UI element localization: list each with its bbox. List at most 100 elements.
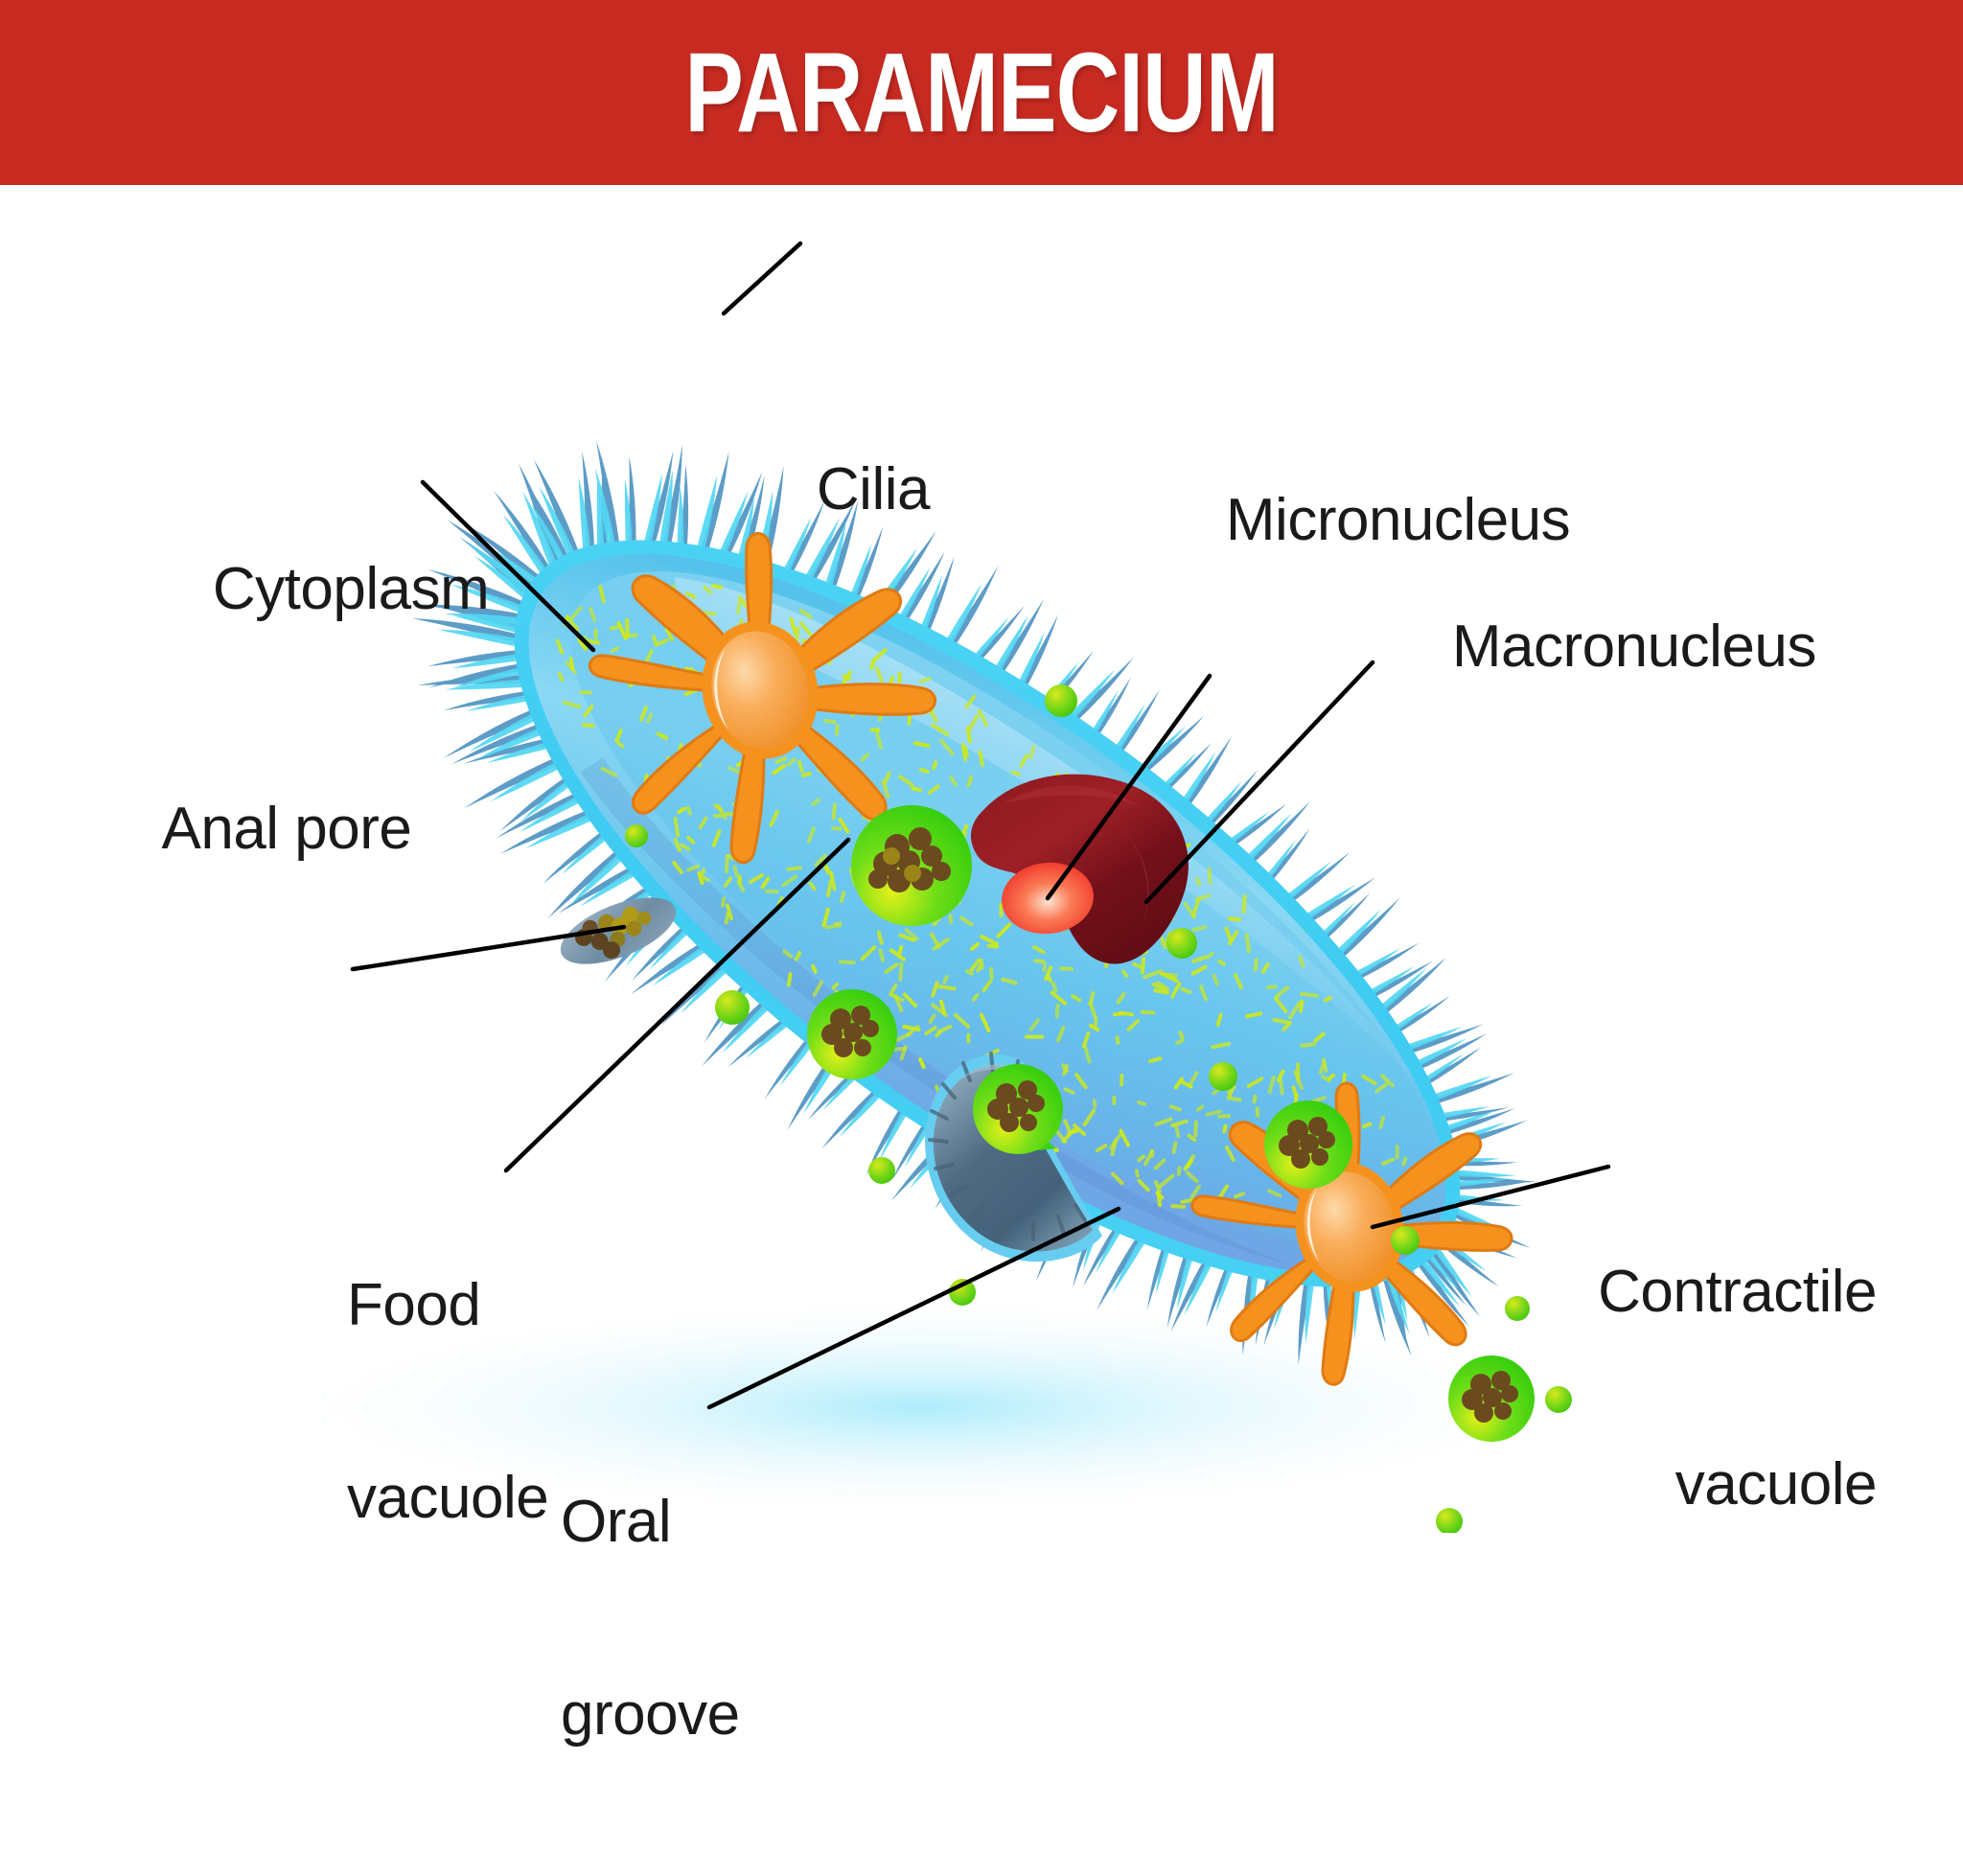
- cytoplasm-fleck: [825, 879, 833, 897]
- cytoplasm-fleck: [1360, 1074, 1377, 1086]
- cytoplasm-fleck: [797, 759, 804, 773]
- cytoplasm-fleck: [1191, 955, 1208, 963]
- cytoplasm-fleck: [811, 963, 818, 974]
- cytoplasm-fleck: [911, 786, 923, 793]
- cytoplasm-fleck: [600, 766, 618, 777]
- label-anal-pore: Anal pore: [161, 795, 412, 862]
- cytoplasm-fleck: [1212, 973, 1219, 986]
- cytoplasm-fleck: [581, 723, 595, 729]
- cytoplasm-fleck: [988, 966, 994, 981]
- cytoplasm-fleck: [898, 933, 916, 942]
- cytoplasm-fleck: [711, 829, 722, 847]
- leader-lines: [350, 241, 1611, 1410]
- cytoplasm-fleck: [1211, 1041, 1231, 1050]
- leader-oral-groove: [706, 1206, 1121, 1410]
- cytoplasm-fleck: [840, 670, 852, 688]
- cytoplasm-fleck: [912, 741, 931, 748]
- cytoplasm-fleck: [1088, 1001, 1097, 1020]
- cytoplasm-fleck: [673, 817, 681, 838]
- cytoplasm-fleck: [760, 876, 771, 890]
- cytoplasm-fleck: [1082, 1043, 1092, 1064]
- cytoplasm-fleck: [881, 779, 890, 799]
- cytoplasm-fleck: [1140, 957, 1146, 975]
- cytoplasm-fleck: [1092, 1099, 1097, 1108]
- cytoplasm-fleck: [831, 825, 843, 831]
- cytoplasm-fleck: [724, 854, 729, 874]
- cytoplasm-fleck: [749, 873, 765, 884]
- leader-contractile-vacuole: [1370, 1164, 1611, 1230]
- cytoplasm-fleck: [583, 705, 594, 718]
- cytoplasm-fleck: [965, 727, 972, 744]
- cytoplasm-fleck: [1272, 1017, 1292, 1025]
- cytoplasm-fleck: [686, 835, 696, 845]
- leader-micronucleus: [1045, 673, 1212, 901]
- cytoplasm-fleck: [979, 958, 984, 970]
- cytoplasm-fleck: [970, 941, 981, 951]
- cytoplasm-fleck: [1321, 1075, 1331, 1083]
- cytoplasm-fleck: [1374, 1082, 1389, 1094]
- cytoplasm-fleck: [959, 915, 974, 927]
- cytoplasm-fleck: [1082, 1108, 1097, 1127]
- cytoplasm-fleck: [774, 756, 788, 765]
- cytoplasm-fleck: [1160, 971, 1178, 979]
- cytoplasm-fleck: [942, 974, 949, 984]
- cytoplasm-fleck: [812, 980, 823, 997]
- cytoplasm-fleck: [966, 775, 974, 787]
- food-vacuole-3: [973, 1064, 1063, 1154]
- cytoplasm-fleck: [1226, 1089, 1234, 1100]
- cytoplasm-fleck: [928, 1013, 936, 1025]
- cytoplasm-fleck: [1050, 990, 1068, 1006]
- cytoplasm-fleck: [1153, 988, 1169, 995]
- cytoplasm-fleck: [772, 763, 787, 776]
- cytoplasm-fleck: [893, 1031, 912, 1043]
- cytoplasm-fleck: [996, 922, 1012, 938]
- cytoplasm-fleck: [798, 621, 813, 637]
- cytoplasm-fleck: [1321, 1057, 1328, 1074]
- cytoplasm-fleck: [1222, 1123, 1228, 1134]
- paramecium-diagram: Cilia Cytoplasm Micronucleus Macronucleu…: [0, 185, 1963, 1747]
- cytoplasm-fleck: [801, 771, 812, 777]
- cytoplasm-fleck: [1234, 1192, 1246, 1199]
- cytoplasm-fleck: [806, 826, 816, 844]
- cytoplasm-fleck: [1001, 977, 1018, 985]
- cytoplasm-fleck: [949, 776, 958, 787]
- cytoplasm-fleck: [625, 633, 638, 638]
- cytoplasm-fleck: [1156, 1190, 1163, 1208]
- cytoplasm-fleck: [898, 775, 914, 787]
- cytoplasm-fleck: [684, 591, 697, 599]
- paramecium-svg: [259, 241, 1611, 1533]
- cytoplasm-fleck: [821, 907, 830, 928]
- cytoplasm-fleck: [897, 671, 902, 684]
- cytoplasm-fleck: [735, 599, 742, 614]
- cytoplasm-fleck: [814, 853, 827, 868]
- cytoplasm-fleck: [924, 1026, 937, 1036]
- cytoplasm-fleck: [1158, 1173, 1175, 1189]
- cytoplasm-fleck: [889, 993, 905, 1003]
- cytoplasm-fleck: [902, 992, 918, 1008]
- cytoplasm-fleck: [979, 1012, 991, 1033]
- cytoplasm-fleck: [889, 983, 898, 997]
- cytoplasm-fleck: [833, 921, 843, 927]
- cytoplasm-fleck: [723, 876, 733, 889]
- cytoplasm-fleck: [1298, 955, 1305, 968]
- cytoplasm-fleck: [1160, 937, 1166, 946]
- cytoplasm-fleck: [1274, 996, 1288, 1014]
- cytoplasm-fleck: [1244, 933, 1251, 954]
- cytoplasm-fleck: [1230, 1097, 1242, 1102]
- cytoplasm-fleck: [878, 948, 886, 963]
- cytoplasm-fleck: [931, 1003, 949, 1018]
- cytoplasm-fleck: [786, 972, 793, 987]
- cytoplasm-fleck: [1187, 1071, 1199, 1089]
- cytoplasm-fleck: [646, 712, 654, 724]
- cytoplasm-fleck: [672, 861, 683, 874]
- cytoplasm-fleck: [1154, 1117, 1173, 1126]
- label-micronucleus: Micronucleus: [1225, 486, 1571, 553]
- cytoplasm-fleck: [831, 802, 838, 821]
- cytoplasm-fleck: [579, 690, 592, 695]
- cytoplasm-fleck: [1131, 961, 1143, 969]
- cytoplasm-fleck: [931, 981, 939, 998]
- cytoplasm-fleck: [1042, 961, 1047, 972]
- cytoplasm-fleck: [1121, 969, 1129, 979]
- cytoplasm-fleck: [769, 809, 780, 827]
- cytoplasm-fleck: [589, 607, 597, 622]
